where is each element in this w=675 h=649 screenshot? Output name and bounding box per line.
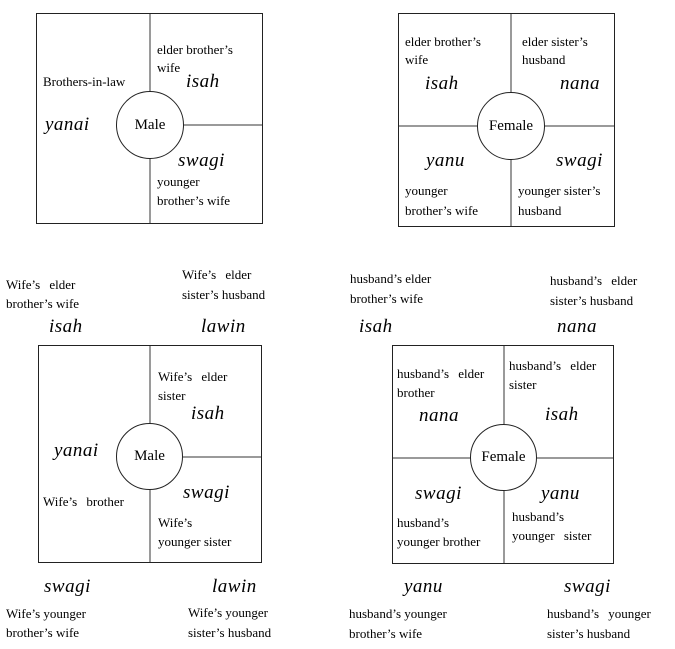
outer-bl-label-1: Wife’s younger <box>6 606 86 621</box>
outer-bl-label-1: husband’s younger <box>349 606 447 621</box>
outer-br-term: swagi <box>564 576 611 597</box>
label-elder-1: elder brother’s <box>157 42 233 57</box>
divider-horizontal-right <box>537 457 613 459</box>
inner-tl-label-2: brother <box>397 385 435 400</box>
inner-tr-label-1: Wife’s elder <box>158 369 228 384</box>
inner-tr-term: isah <box>545 404 579 425</box>
term-yanu: yanu <box>426 150 465 171</box>
outer-tl-label-1: Wife’s elder <box>6 277 76 292</box>
outer-tr-term: lawin <box>201 316 246 337</box>
inner-bl-label-2: younger brother <box>397 534 481 549</box>
label-bl-1: younger <box>405 183 448 198</box>
outer-br-label-1: husband’s younger <box>547 606 651 621</box>
label-side: Brothers-in-law <box>43 74 126 89</box>
inner-br-term: yanu <box>541 483 580 504</box>
inner-bl-label-1: husband’s <box>397 515 449 530</box>
outer-bl-term: swagi <box>44 576 91 597</box>
label-tr-2: husband <box>522 52 566 67</box>
label-younger-2: brother’s wife <box>157 193 231 208</box>
outer-br-label-1: Wife’s younger <box>188 605 268 620</box>
center-node: Female <box>477 92 545 160</box>
divider-vertical-bottom <box>149 489 151 562</box>
diagram-frame <box>392 345 614 564</box>
outer-tl-label-2: brother’s wife <box>350 291 424 306</box>
inner-br-label-1: Wife’s <box>158 515 193 530</box>
outer-tr-label-1: Wife’s elder <box>182 267 252 282</box>
divider-vertical-top <box>149 14 151 114</box>
label-elder-2: wife <box>157 60 181 75</box>
diagram-frame <box>398 13 615 227</box>
inner-br-label-2: younger sister <box>512 528 592 543</box>
inner-tl-term: nana <box>419 405 459 426</box>
outer-bl-label-2: brother’s wife <box>349 626 423 641</box>
divider-vertical-top <box>503 346 505 424</box>
outer-tl-term: isah <box>359 316 393 337</box>
term-yanai: yanai <box>45 114 90 135</box>
inner-br-term: swagi <box>183 482 230 503</box>
outer-br-term: lawin <box>212 576 257 597</box>
divider-horizontal-left <box>393 457 471 459</box>
outer-tr-label-2: sister’s husband <box>550 293 634 308</box>
label-bl-2: brother’s wife <box>405 203 479 218</box>
inner-tr-label-2: sister <box>509 377 537 392</box>
diagram-frame <box>38 345 262 563</box>
inner-left-label: Wife’s brother <box>43 494 124 509</box>
divider-horizontal-right <box>545 125 614 127</box>
outer-bl-label-2: brother’s wife <box>6 625 80 640</box>
outer-tl-label-1: husband’s elder <box>350 271 432 286</box>
divider-horizontal-right <box>184 124 262 126</box>
label-tr-1: elder sister’s <box>522 34 588 49</box>
inner-left-term: yanai <box>54 440 99 461</box>
center-node: Male <box>116 423 183 490</box>
center-node: Female <box>470 424 537 491</box>
inner-bl-term: swagi <box>415 483 462 504</box>
outer-tl-term: isah <box>49 316 83 337</box>
outer-br-label-2: sister’s husband <box>188 625 272 640</box>
divider-vertical-bottom <box>149 154 151 223</box>
inner-tr-label-2: sister <box>158 388 186 403</box>
outer-tr-label-1: husband’s elder <box>550 273 638 288</box>
divider-vertical-bottom <box>510 158 512 226</box>
diagram-frame <box>36 13 263 224</box>
label-br-2: husband <box>518 203 562 218</box>
label-tl-1: elder brother’s <box>405 34 481 49</box>
divider-vertical-top <box>149 346 151 424</box>
divider-horizontal-left <box>399 125 477 127</box>
label-tl-2: wife <box>405 52 429 67</box>
term-isah: isah <box>186 71 220 92</box>
term-isah: isah <box>425 73 459 94</box>
inner-tr-label-1: husband’s elder <box>509 358 597 373</box>
inner-tl-label-1: husband’s elder <box>397 366 485 381</box>
divider-vertical-top <box>510 14 512 93</box>
outer-br-label-2: sister’s husband <box>547 626 631 641</box>
outer-bl-term: yanu <box>404 576 443 597</box>
center-node: Male <box>116 91 184 159</box>
divider-vertical-bottom <box>503 491 505 563</box>
outer-tl-label-2: brother’s wife <box>6 296 80 311</box>
term-swagi: swagi <box>556 150 603 171</box>
label-younger-1: younger <box>157 174 200 189</box>
divider-horizontal-right <box>183 456 261 458</box>
term-nana: nana <box>560 73 600 94</box>
inner-br-label-2: younger sister <box>158 534 232 549</box>
label-br-1: younger sister’s <box>518 183 601 198</box>
inner-br-label-1: husband’s <box>512 509 564 524</box>
outer-tr-term: nana <box>557 316 597 337</box>
outer-tr-label-2: sister’s husband <box>182 287 266 302</box>
term-swagi: swagi <box>178 150 225 171</box>
inner-tr-term: isah <box>191 403 225 424</box>
